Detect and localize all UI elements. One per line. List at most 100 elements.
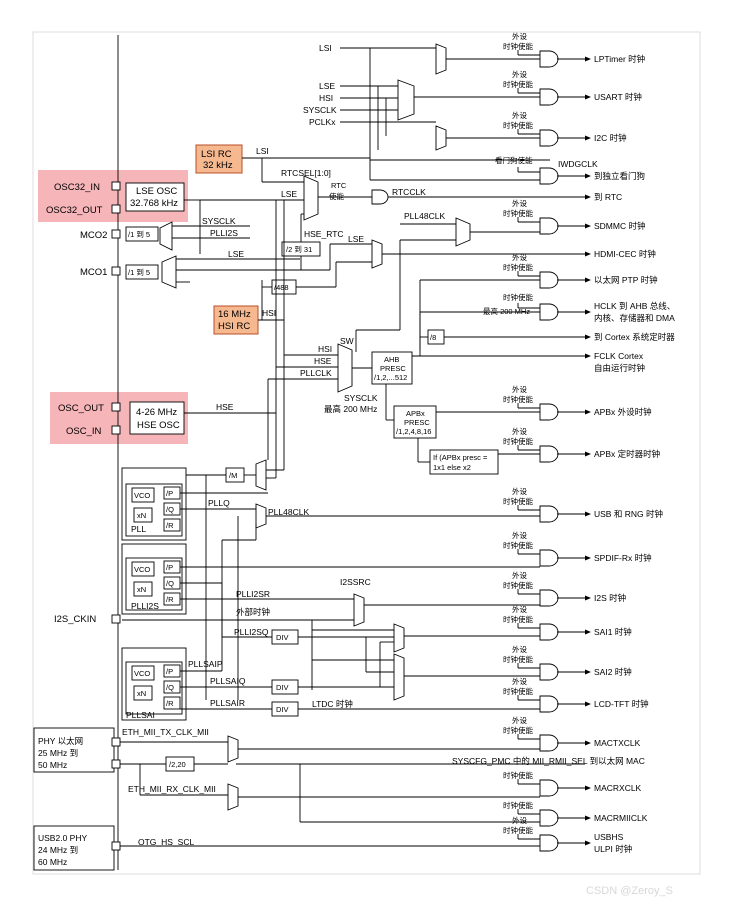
pllsai-r-label: /R <box>166 699 174 708</box>
clock-gate <box>539 809 559 827</box>
enable-label: 时钟使能 <box>503 825 533 835</box>
arrow-icon <box>585 740 591 746</box>
arrow-icon <box>585 669 591 675</box>
osc32-out-pin <box>111 204 121 214</box>
eth-rx-pin <box>111 759 121 769</box>
arrow-icon <box>585 277 591 283</box>
pllsai-vco-label: VCO <box>134 669 150 678</box>
enable-label: 外设 <box>512 570 527 580</box>
pllsair-label: PLLSAIR <box>210 698 245 708</box>
arrow-icon <box>585 815 591 821</box>
lsi-rc-label2: 32 kHz <box>203 160 233 171</box>
pll-r-label: /R <box>166 521 174 530</box>
mco1-pin <box>111 266 121 276</box>
lptimer-mux <box>435 43 447 75</box>
hdmi-lse-label: LSE <box>348 234 364 244</box>
clock-gate <box>539 695 559 713</box>
hse-osc-label1: 4-26 MHz <box>136 407 177 418</box>
hdmi-mux <box>371 239 383 269</box>
output-label: 以太网 PTP 时钟 <box>594 275 658 285</box>
mco2-mux <box>159 221 173 251</box>
hsi-rc-label1: 16 MHz <box>218 309 251 320</box>
mco1-label: MCO1 <box>80 267 107 278</box>
mco1-div-label: /1 到 5 <box>128 268 150 277</box>
sysclk-mux <box>337 343 353 393</box>
otg-label: OTG_HS_SCL <box>138 837 194 847</box>
hsi-rc-label2: HSI RC <box>218 321 250 332</box>
pclkx-label: PCLKx <box>309 117 336 127</box>
osc-in-label: OSC_IN <box>66 426 102 437</box>
arrow-icon <box>585 785 591 791</box>
clock-gate <box>539 779 559 797</box>
div2-20-label: /2,20 <box>169 760 186 769</box>
div488-label: /488 <box>274 283 289 292</box>
output-label: MACRMIICLK <box>594 813 648 823</box>
osc32-in-label: OSC32_IN <box>54 182 100 193</box>
ahb-label2: PRESC <box>380 364 406 373</box>
arrow-icon <box>585 451 591 457</box>
enable-label: 时钟使能 <box>503 770 533 780</box>
enable-label: 时钟使能 <box>503 540 533 550</box>
usb-phy-label1: USB2.0 PHY <box>38 833 87 843</box>
hse-osc-label2: HSE OSC <box>137 420 180 431</box>
osc-in-pin <box>111 425 121 435</box>
output-label: SAI2 时钟 <box>594 667 632 677</box>
ext-clk-label: 外部时钟 <box>236 607 270 617</box>
output-label: 自由运行时钟 <box>594 363 645 373</box>
output-label: I2S 时钟 <box>594 593 626 603</box>
pllsaip-label: PLLSAIP <box>188 659 223 669</box>
output-label: ULPI 时钟 <box>594 844 632 854</box>
pllsai-r <box>163 696 181 710</box>
rtcsel-label: RTCSEL[1:0] <box>281 168 331 178</box>
mco2-sysclk-label: SYSCLK <box>202 216 236 226</box>
pll-vco-label: VCO <box>134 491 150 500</box>
ahb-label3: /1,2,...512 <box>374 373 407 382</box>
pllsai-label: PLLSAI <box>126 710 155 720</box>
clock-gate <box>539 623 559 641</box>
rtc-gate <box>371 189 389 205</box>
output-label: 到 Cortex 系统定时器 <box>594 332 675 342</box>
clock-gate <box>539 88 559 106</box>
pll-q-label: /Q <box>166 505 174 514</box>
enable-label: 时钟使能 <box>503 394 533 404</box>
enable-label: 时钟使能 <box>503 262 533 272</box>
output-label: SPDIF-Rx 时钟 <box>594 553 652 563</box>
ifapb-label1: If (APBx presc = <box>433 453 488 462</box>
enable-label: 外设 <box>512 815 527 825</box>
output-label: SAI1 时钟 <box>594 627 632 637</box>
enable-label: 时钟使能 <box>503 496 533 506</box>
osc-out-pin <box>111 402 121 412</box>
lse-label: LSE <box>319 81 335 91</box>
plli2sq-div-label: DIV <box>276 633 289 642</box>
enable-label: 时钟使能 <box>503 654 533 664</box>
pll48clk-label: PLL48CLK <box>404 211 445 221</box>
clock-gate <box>539 445 559 463</box>
plli2s-vco <box>131 561 155 577</box>
plli2s-label: PLLI2S <box>131 601 159 611</box>
enable-label: 外设 <box>512 715 527 725</box>
pllsai-q-label: /Q <box>166 683 174 692</box>
enable-label: 时钟使能 <box>503 208 533 218</box>
pllsai-vco <box>131 665 155 681</box>
enable-label: 外设 <box>512 604 527 614</box>
mii-sel-label: SYSCFG_PMC 中的 MII_RMII_SEL 到以太网 MAC <box>452 756 645 766</box>
pll-p-label: /P <box>166 489 173 498</box>
apb-label2: PRESC <box>404 418 430 427</box>
usb-phy-label2: 24 MHz 到 <box>38 845 78 855</box>
plli2s-vco-label: VCO <box>134 565 150 574</box>
clock-gate <box>539 549 559 567</box>
hse-rtc-label: HSE_RTC <box>304 229 344 239</box>
enable-label: 时钟使能 <box>503 580 533 590</box>
apb-timer-mult-box <box>429 449 499 475</box>
div2-31-label: /2 到 31 <box>286 245 312 254</box>
arrow-icon <box>585 56 591 62</box>
lse-osc-label1: LSE OSC <box>136 186 177 197</box>
pll-xn-label: xN <box>137 511 146 520</box>
mco1-mux <box>161 255 177 289</box>
rtcclk-label: RTCCLK <box>392 187 426 197</box>
plli2sq-label: PLLI2SQ <box>234 627 269 637</box>
eth-tx-label: ETH_MII_TX_CLK_MII <box>122 727 209 737</box>
pll-label: PLL <box>131 524 146 534</box>
apb-label1: APBx <box>406 409 425 418</box>
